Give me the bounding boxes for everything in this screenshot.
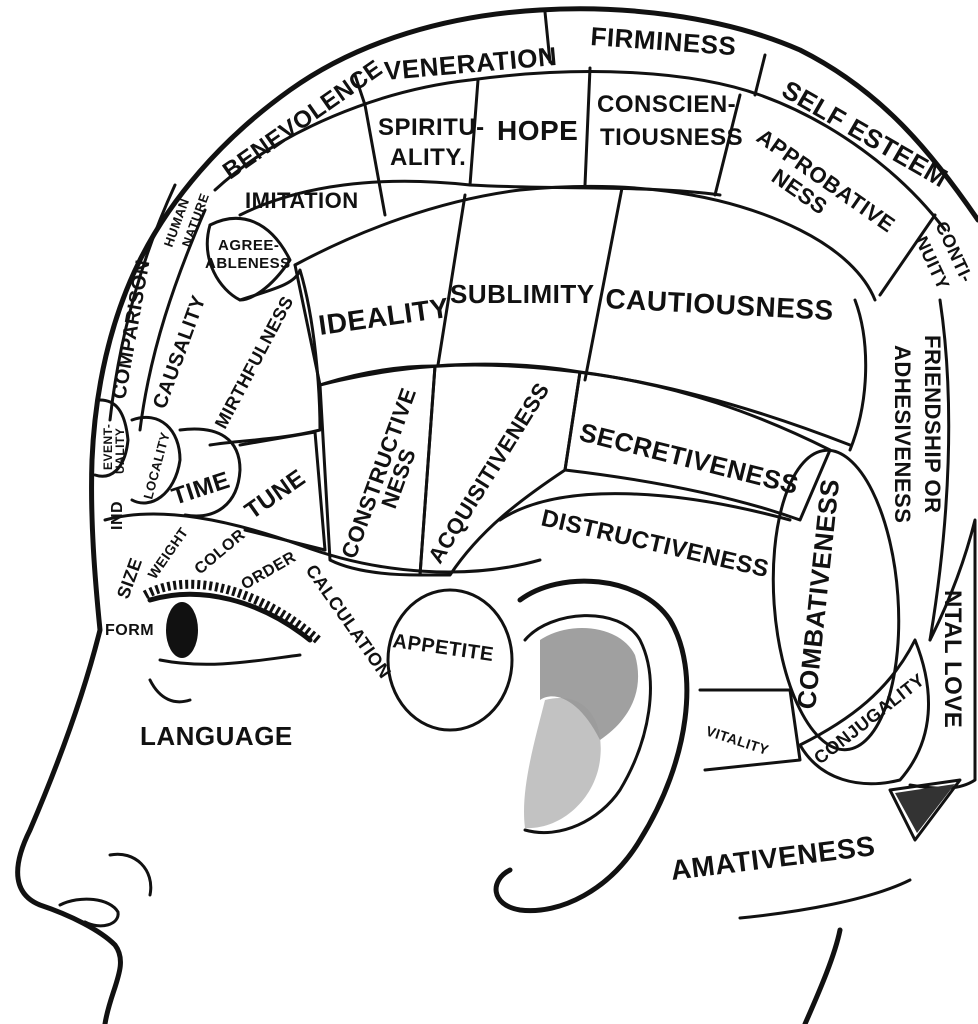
label-firmness: FIRMINESS	[590, 21, 738, 61]
label-cautiousness: CAUTIOUSNESS	[605, 283, 835, 326]
label-spirituality-2: ALITY.	[390, 144, 466, 171]
conjugality-box	[798, 638, 930, 786]
agree-box	[205, 216, 292, 302]
eye-lower-lid	[158, 653, 302, 666]
event-box	[93, 398, 130, 478]
ear-inner	[523, 614, 652, 835]
label-order: ORDER	[239, 549, 300, 594]
shade-wedge	[888, 778, 962, 842]
label-conjugality: CONJUGALITY	[810, 670, 928, 769]
front-col-2	[138, 208, 207, 432]
eye-upper-lid	[147, 591, 313, 643]
div-spirit-hope	[468, 78, 480, 187]
label-weight: WEIGHT	[144, 524, 191, 582]
eye-crease	[148, 678, 192, 704]
front-col-1	[108, 183, 177, 422]
label-size: SIZE	[113, 555, 146, 601]
combativeness-oval	[771, 448, 901, 752]
label-individuality: IND	[109, 501, 126, 530]
ear-lobe-hatching	[524, 698, 601, 829]
band-top-inner	[213, 70, 947, 232]
label-combativeness: COMBATIVENESS	[791, 477, 845, 710]
label-appetite: APPETITE	[391, 630, 495, 666]
label-tune: TUNE	[240, 464, 311, 525]
label-eventuality-1: EVENT-	[101, 424, 115, 470]
label-amativeness: AMATIVENESS	[669, 830, 877, 886]
ear-outline	[493, 578, 690, 914]
label-agreeableness-1: AGREE-	[218, 237, 279, 254]
time-box	[178, 427, 242, 518]
appetite-oval	[386, 588, 514, 732]
ear-hatching	[540, 628, 639, 740]
nostril	[58, 897, 120, 928]
label-secretiveness: SECRETIVENESS	[577, 417, 802, 500]
locality-box	[130, 415, 182, 505]
shaded-region	[895, 784, 955, 833]
label-imitation: IMITATION	[245, 188, 359, 213]
div-approb-conti	[878, 213, 937, 297]
div-ben-ven	[353, 73, 367, 107]
label-ideality: IDEALITY	[317, 292, 452, 341]
label-agreeableness-2: ABLENESS	[205, 255, 291, 272]
lower-band	[103, 512, 542, 574]
eye-iris	[166, 602, 198, 658]
neck-line	[802, 927, 843, 1024]
label-mirthfulness: MIRTHFULNESS	[211, 293, 298, 432]
div-sublim-caut	[583, 186, 624, 382]
label-eventuality-2: UALITY	[113, 428, 127, 474]
label-spirituality-1: SPIRITU-	[378, 114, 485, 141]
label-sublimity: SUBLIMITY	[450, 279, 595, 309]
label-friendship-2: ADHESIVENESS	[890, 345, 915, 523]
div-imit-spirit	[363, 103, 387, 217]
vitality-box	[698, 688, 802, 772]
label-benevolence: BENEVOLENCE	[218, 55, 388, 185]
label-form: FORM	[105, 622, 154, 639]
label-conscientiousness-1: CONSCIEN-	[597, 91, 736, 118]
friendship-right	[928, 298, 951, 642]
div-hope-consc	[583, 66, 592, 187]
label-destructiveness: DISTRUCTIVENESS	[539, 505, 772, 584]
destructive-line	[498, 492, 792, 522]
label-friendship-1: FRIENDSHIP OR	[920, 335, 945, 513]
friendship-left	[848, 298, 868, 452]
div-ven-firm	[543, 10, 552, 64]
secretive-box	[563, 370, 832, 522]
label-acquisitiveness: ACQUISITIVENESS	[423, 378, 554, 568]
label-calculation: CALCULATION	[302, 561, 395, 682]
band-ideality-top	[293, 184, 877, 302]
label-parental-love: NTAL LOVE	[939, 590, 966, 728]
div-ideal-sublim	[436, 193, 467, 367]
label-language: LANGUAGE	[140, 721, 293, 751]
eyelashes	[142, 579, 321, 644]
label-hope: HOPE	[497, 115, 578, 146]
div-consc-approb	[713, 93, 742, 197]
label-color: COLOR	[192, 526, 249, 578]
cheek-crease	[108, 852, 153, 897]
head-outline	[15, 6, 978, 1024]
label-vitality: VITALITY	[704, 723, 771, 758]
label-causality: CAUSALITY	[149, 292, 210, 411]
label-conscientiousness-2: TIOUSNESS	[600, 124, 743, 151]
mirth-box	[208, 268, 322, 447]
div-firm-self	[753, 53, 767, 97]
jaw-line	[738, 878, 912, 920]
